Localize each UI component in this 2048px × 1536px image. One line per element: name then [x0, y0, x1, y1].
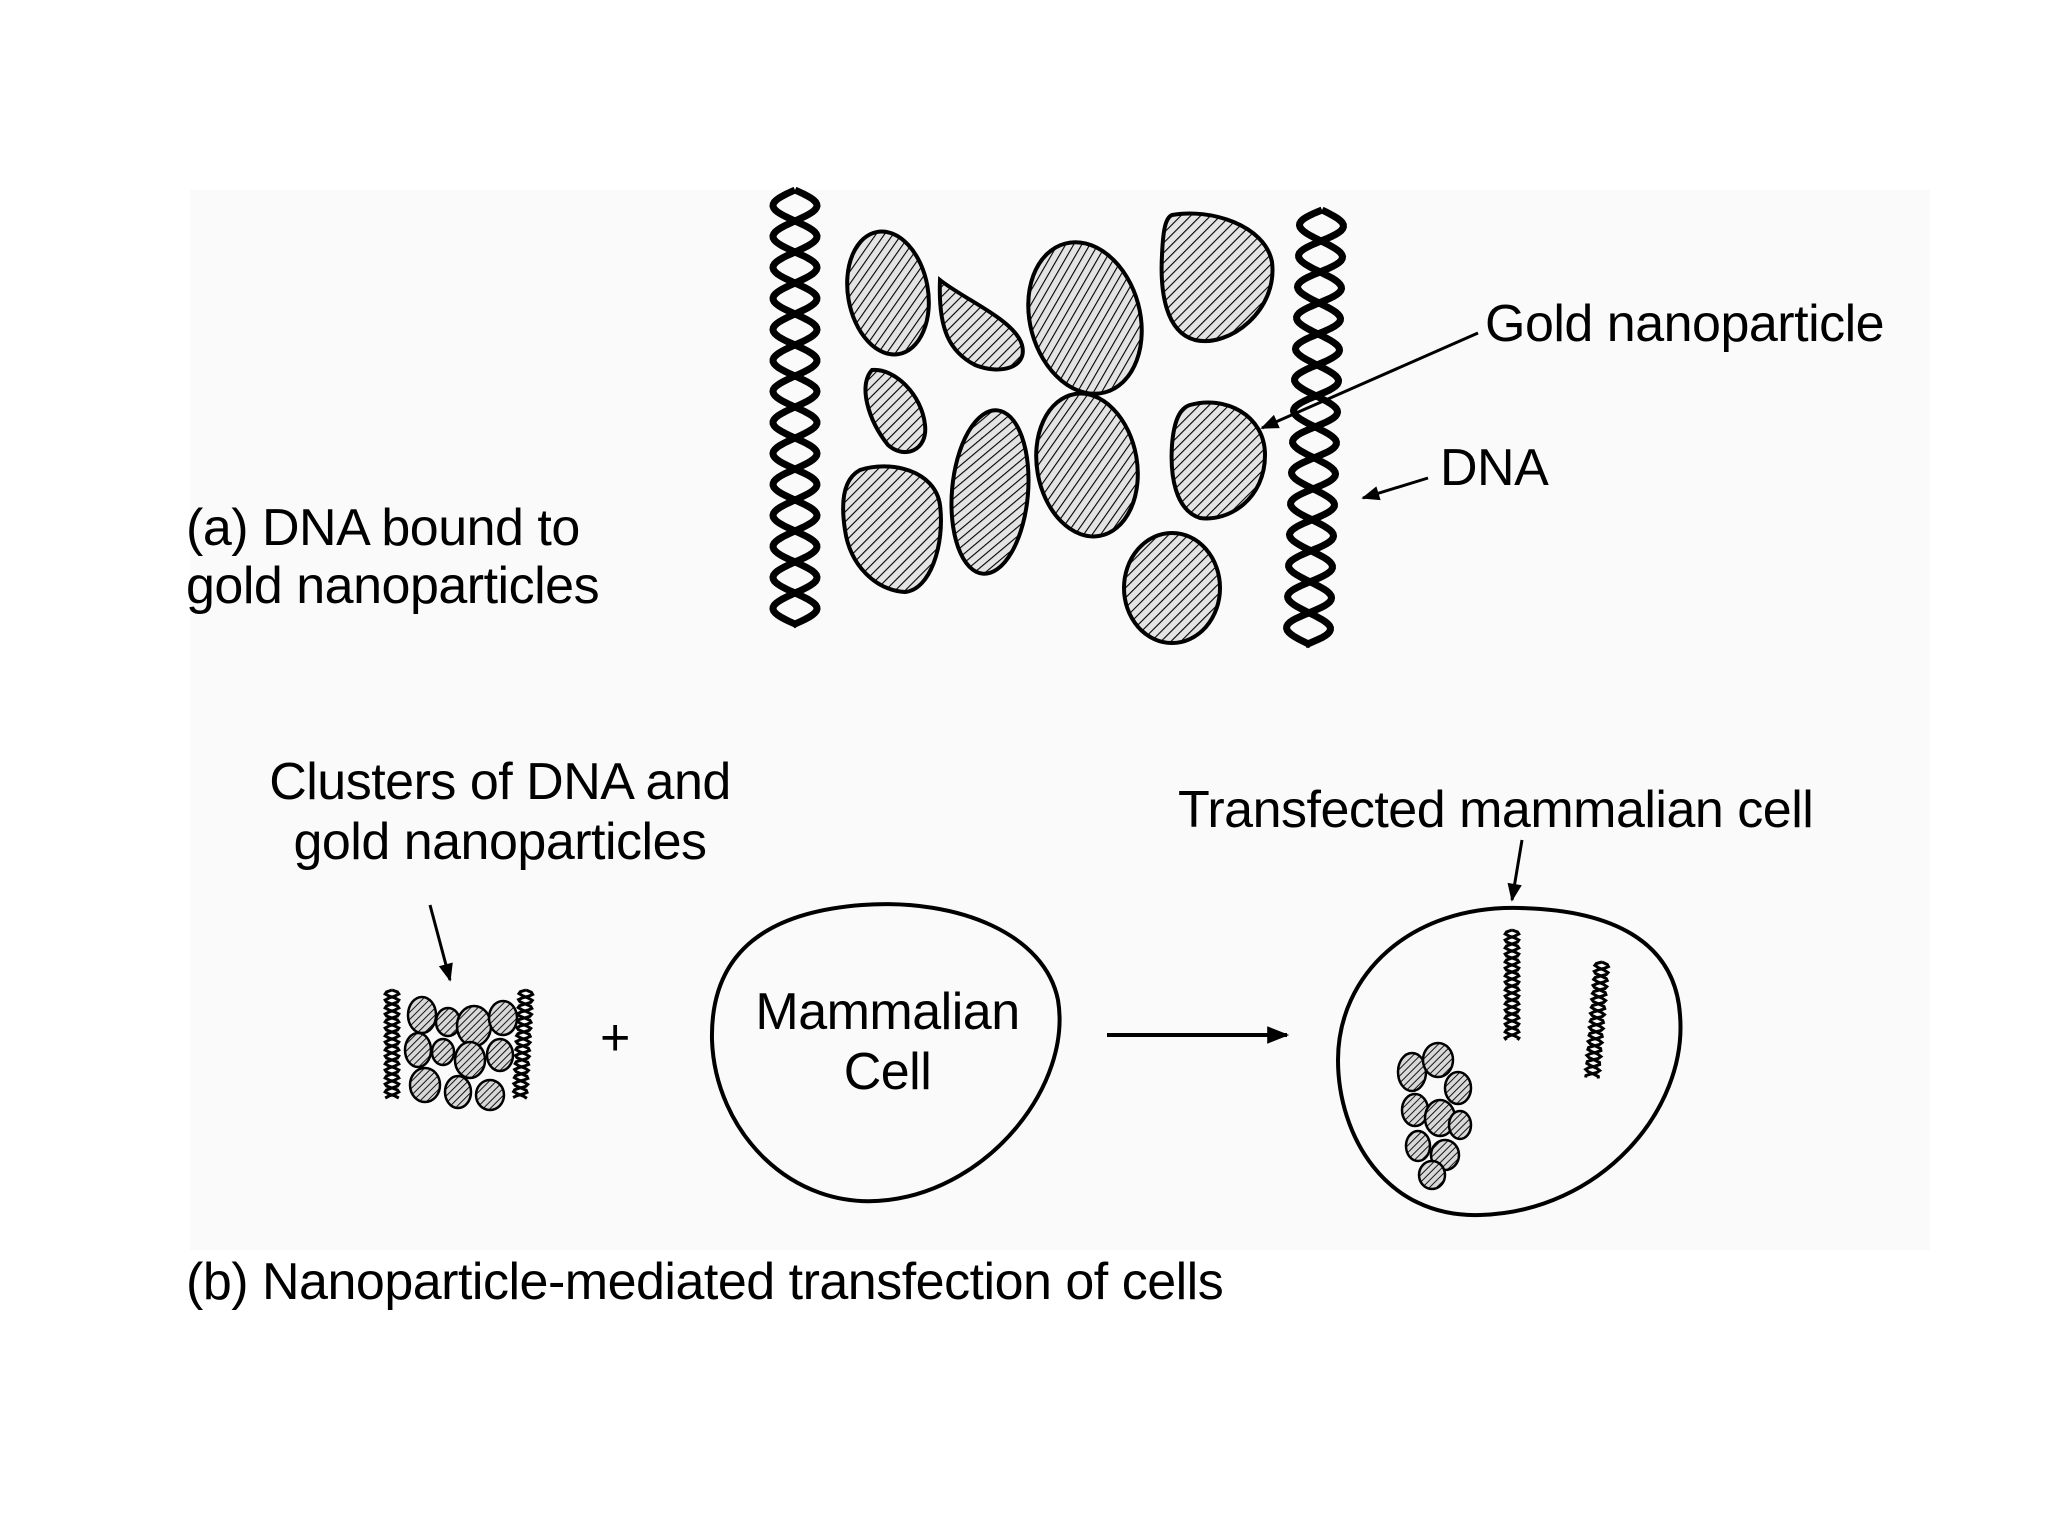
gold-nanoparticle [863, 367, 928, 455]
dna-strand-right [1283, 206, 1347, 649]
clusters-pointer-arrow [428, 904, 453, 982]
caption-b: (b) Nanoparticle-mediated transfection o… [186, 1253, 1224, 1311]
plus-sign: + [600, 1009, 630, 1067]
internalized-dna-strands [1503, 928, 1611, 1079]
gold-nanoparticles-group [841, 211, 1275, 645]
caption-a-line1: (a) DNA bound to [186, 499, 580, 557]
gold-nanoparticle [937, 275, 1025, 372]
label-clusters-line2: gold nanoparticles [293, 813, 707, 871]
gold-nanoparticle [1169, 400, 1268, 521]
label-dna: DNA [1440, 439, 1549, 497]
gold-nanoparticle [1034, 391, 1140, 539]
dna-strand-left [769, 186, 821, 629]
internalized-gold-cluster [1396, 1041, 1473, 1191]
dna-pointer-arrow [1361, 476, 1429, 501]
label-mammalian: Mammalian [755, 983, 1020, 1041]
gold-nanoparticle [841, 464, 943, 595]
gold-nanoparticle [1026, 240, 1144, 396]
label-clusters-line1: Clusters of DNA and [269, 753, 731, 811]
dna-gold-cluster [383, 988, 535, 1112]
label-gold-nanoparticle: Gold nanoparticle [1485, 295, 1885, 353]
caption-a-line2: gold nanoparticles [186, 557, 600, 615]
gold-nanoparticle [949, 408, 1031, 576]
gold-nanoparticle [1122, 531, 1222, 645]
transfected-cell-outline [1335, 905, 1683, 1218]
mammalian-cell-outline [709, 902, 1062, 1204]
gold-nanoparticle [1159, 211, 1275, 344]
label-cell: Cell [843, 1043, 932, 1101]
transfected-cell-pointer-arrow [1507, 839, 1524, 902]
gold-nanoparticle-pointer-arrow [1260, 331, 1479, 430]
label-transfected-cell: Transfected mammalian cell [1178, 781, 1814, 839]
gold-nanoparticle [845, 229, 931, 357]
